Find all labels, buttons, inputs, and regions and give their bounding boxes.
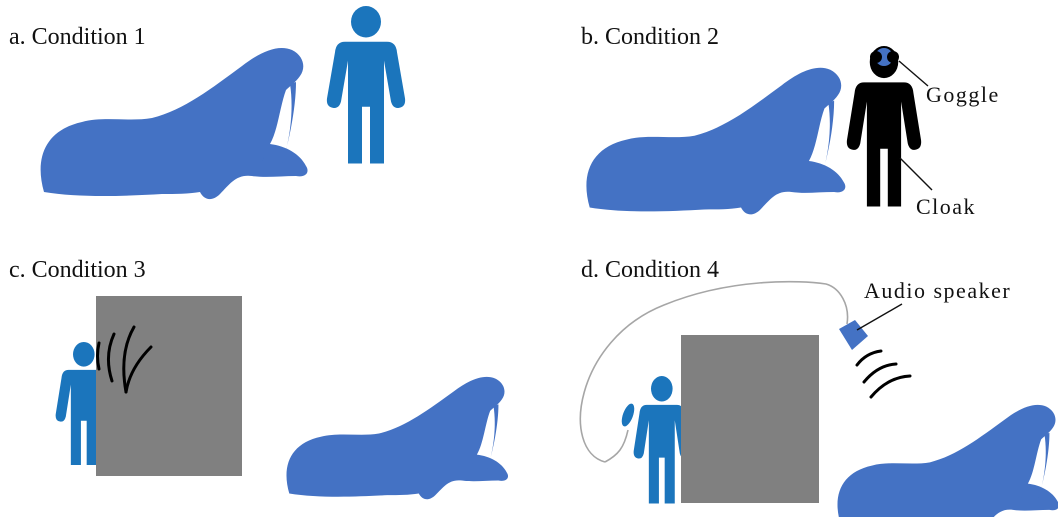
- panel-label-d: d. Condition 4: [581, 257, 719, 283]
- microphone-cable: [605, 430, 628, 462]
- audio-speaker-icon: [839, 320, 868, 350]
- walrus-icon: [41, 48, 308, 199]
- goggle-lens-icon: [870, 51, 882, 63]
- wall-panel: [681, 335, 819, 503]
- cloak-callout-line: [900, 158, 932, 190]
- speaker-callout-line: [857, 304, 902, 330]
- goggle-callout-line: [899, 61, 928, 86]
- sound-wave-icon: [857, 351, 910, 397]
- goggle-callout: Goggle: [926, 82, 1000, 107]
- cloak-callout: Cloak: [916, 194, 976, 219]
- panel-label-b: b. Condition 2: [581, 24, 719, 50]
- walrus-icon: [586, 68, 845, 215]
- wall-panel: [96, 296, 242, 476]
- panel-label-a: a. Condition 1: [9, 24, 146, 50]
- walrus-icon: [286, 377, 508, 499]
- speaker-callout: Audio speaker: [864, 278, 1011, 303]
- microphone-icon: [619, 402, 637, 428]
- person-icon: [327, 6, 405, 164]
- panel-label-c: c. Condition 3: [9, 257, 146, 283]
- goggle-lens-icon: [887, 51, 899, 63]
- walrus-icon: [837, 405, 1058, 517]
